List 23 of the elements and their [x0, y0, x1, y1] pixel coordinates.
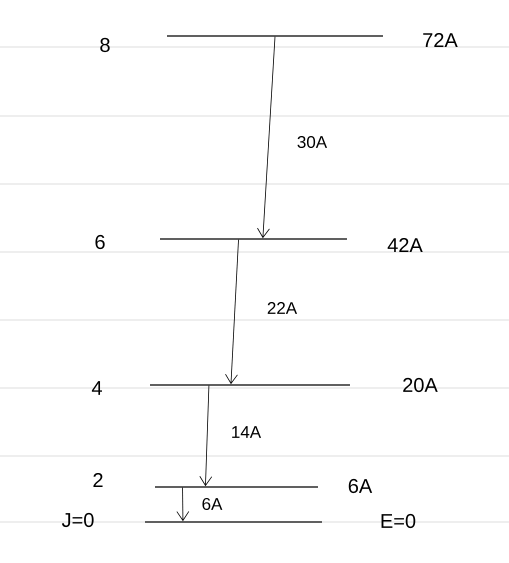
level-label: 6A [348, 478, 372, 494]
level-label: 8 [100, 38, 110, 52]
level-label: 72A [423, 33, 458, 47]
edge-label: 14A [230, 425, 262, 439]
arrow [257, 36, 276, 238]
level-label: 20A [403, 378, 438, 392]
level-label: J=0 [62, 512, 94, 528]
level-label: E=0 [382, 514, 416, 528]
energy-level-line [167, 35, 383, 37]
energy-level-line [150, 384, 350, 386]
level-label: 4 [92, 381, 102, 395]
energy-level-line [145, 521, 322, 523]
arrow [199, 385, 212, 486]
level-label: 42A [388, 238, 423, 252]
edge-label: 30A [296, 134, 328, 150]
energy-level-line [155, 486, 318, 488]
level-label: 6 [95, 234, 105, 250]
arrow [176, 487, 190, 522]
energy-level-line [160, 238, 347, 240]
arrow [225, 239, 239, 384]
edge-label: 22A [266, 301, 298, 315]
level-label: 2 [93, 473, 103, 487]
edge-label: 6A [200, 496, 224, 512]
